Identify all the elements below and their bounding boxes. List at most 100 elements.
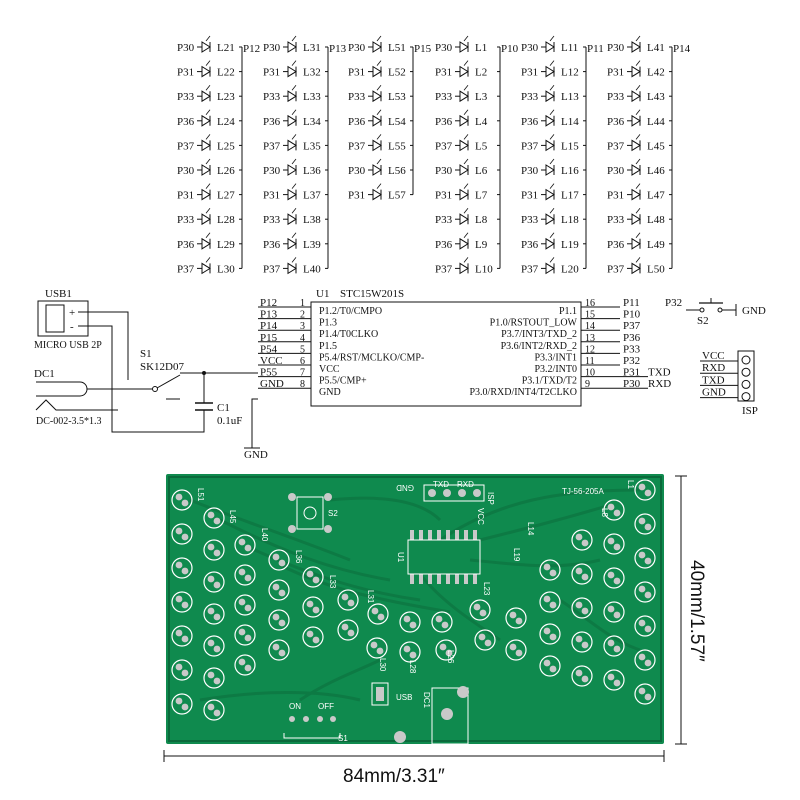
led-ref: L20	[561, 263, 579, 275]
dc-spring	[35, 399, 118, 411]
pcb-led-pad	[175, 493, 183, 501]
led-diode-icon	[545, 164, 555, 176]
pcb-ic-pad	[419, 574, 423, 584]
led-diode-icon	[545, 237, 555, 250]
pcb-led-outline	[203, 507, 225, 529]
led-diode-icon	[287, 114, 297, 127]
mcu-pin-net: P30	[623, 378, 641, 390]
pcb-led	[268, 579, 290, 601]
led-anode-net: P37	[177, 263, 195, 275]
led-emission-icon	[635, 109, 641, 116]
mcu-body	[310, 301, 582, 407]
pcb-led-pad	[581, 539, 589, 547]
pcb-led-pad	[543, 563, 551, 571]
pcb-led-pad	[213, 549, 221, 557]
pcb-led	[171, 523, 193, 545]
pcb-led-outline	[603, 601, 625, 623]
led-emission-icon	[376, 84, 382, 91]
pcb-led-outline	[634, 547, 656, 569]
pcb-led-outline	[474, 629, 496, 651]
pcb-led-pad	[575, 669, 583, 677]
led-anode-net: P33	[177, 214, 195, 226]
led-anode-net: P33	[435, 91, 453, 103]
pcb-led-pad	[181, 703, 189, 711]
pcb-switch-pad	[317, 716, 323, 722]
pcb-led-pad	[306, 570, 314, 578]
led-anode-net: P31	[521, 190, 538, 202]
pcb-led-outline	[603, 533, 625, 555]
led-diode-icon	[287, 213, 297, 226]
pcb-trace	[418, 573, 501, 642]
pcb-led-outline	[431, 611, 453, 633]
mcu-pin-number: 7	[300, 368, 305, 379]
pcb-usb-outline	[371, 682, 389, 706]
pcb-led-pad	[581, 641, 589, 649]
pcb-led-pad	[644, 557, 652, 565]
pcb-led-pad	[581, 675, 589, 683]
pcb-switch-pad	[330, 716, 336, 722]
led-diode-icon	[631, 65, 641, 78]
column-net: P13	[329, 43, 347, 55]
pcb-led	[171, 693, 193, 715]
pcb-led-pad	[238, 628, 246, 636]
led-emission-icon	[549, 232, 555, 239]
pcb-ic-pad	[464, 530, 468, 540]
pcb-led-pad	[613, 577, 621, 585]
led-anode-net: P36	[435, 239, 453, 251]
pcb-ic-pad	[410, 574, 414, 584]
pcb-led-outline	[171, 523, 193, 545]
pcb-led	[571, 631, 593, 653]
led-ref: L49	[647, 239, 665, 251]
mcu-pin-name: P3.6/INT2/RXD_2	[501, 341, 577, 352]
led-emission-icon	[205, 134, 211, 140]
pcb-led-pad	[175, 595, 183, 603]
led-anode-net: P31	[348, 67, 365, 79]
led-diode-icon	[459, 188, 469, 201]
led-anode-net: P37	[607, 263, 625, 275]
pcb-led-pad	[644, 489, 652, 497]
led-ref: L10	[475, 263, 493, 275]
pcb-led-outline	[571, 631, 593, 653]
pcb-led-label: L28	[408, 660, 417, 674]
pcb-led-pad	[306, 630, 314, 638]
pcb-led-outline	[337, 619, 359, 641]
pcb-led-pad	[575, 601, 583, 609]
pcb-led-outline	[337, 589, 359, 611]
led-diode-icon	[372, 164, 382, 176]
led-diode-icon	[372, 139, 382, 152]
pcb-led-pad	[244, 634, 252, 642]
led-emission-icon	[291, 183, 297, 189]
pcb-led-pad	[543, 595, 551, 603]
pcb-led-pad	[207, 511, 215, 519]
pcb-led	[234, 594, 256, 616]
pcb-ic-pad	[428, 574, 432, 584]
pcb-off-label: OFF	[318, 702, 334, 711]
pcb-led-pad	[306, 600, 314, 608]
pcb-led	[634, 615, 656, 637]
led-diode-icon	[631, 237, 641, 250]
pcb-led-outline	[505, 639, 527, 661]
pcb-led	[571, 597, 593, 619]
led-diode-icon	[201, 65, 211, 78]
pcb-led-pad	[207, 671, 215, 679]
led-diode-icon	[201, 262, 211, 275]
pcb-led-pad	[638, 619, 646, 627]
mcu-pin-number: 11	[585, 356, 595, 367]
led-diode-icon	[287, 90, 297, 103]
usb-plus-wire	[78, 311, 129, 380]
led-ref: L48	[647, 214, 665, 226]
pcb-led	[469, 599, 491, 621]
pcb-trace	[559, 598, 641, 652]
mcu-pin-name: P3.7/INT3/TXD_2	[501, 329, 577, 340]
led-anode-net: P31	[263, 67, 280, 79]
led-anode-net: P36	[177, 116, 195, 128]
led-anode-net: P37	[263, 263, 281, 275]
led-ref: L50	[647, 263, 665, 275]
pcb-led-outline	[171, 625, 193, 647]
led-diode-icon	[287, 262, 297, 275]
pcb-led-pad	[441, 621, 449, 629]
mcu-pin-name: P5.5/CMP+	[319, 376, 367, 387]
pcb-led-pad	[181, 669, 189, 677]
